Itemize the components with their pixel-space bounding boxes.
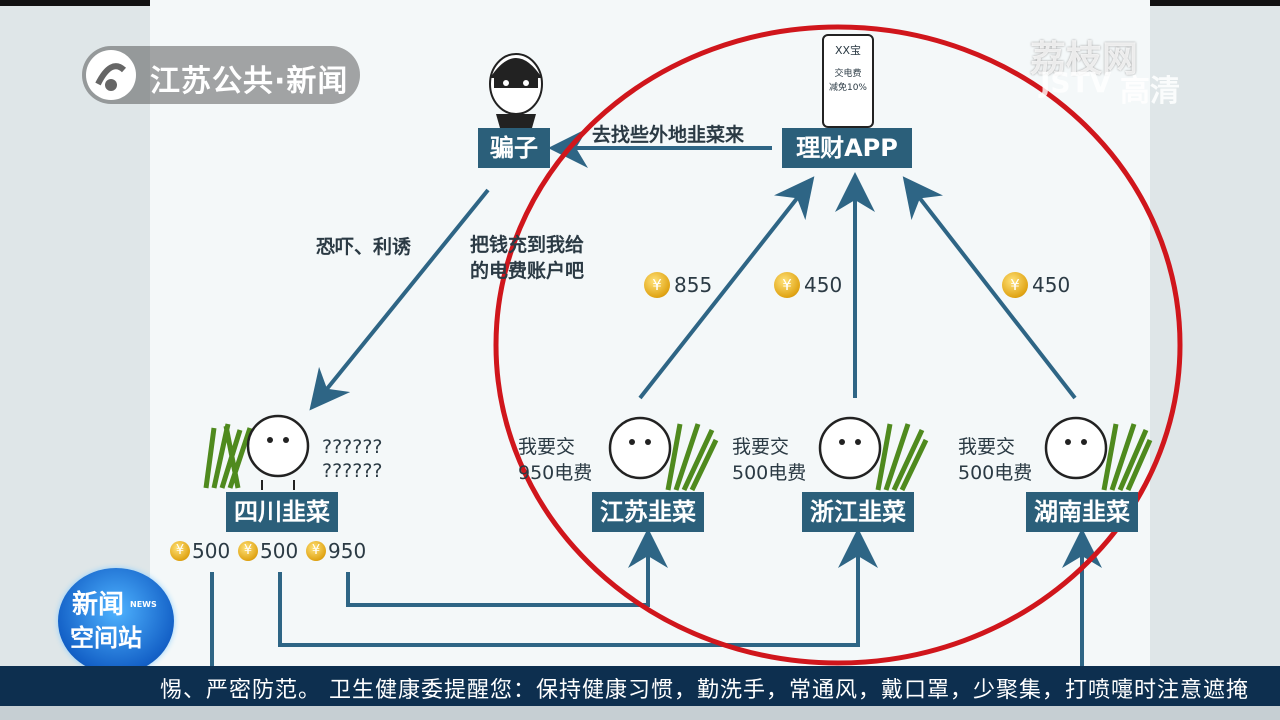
coin-icon: ¥ [170,541,190,561]
sichuan-label: 四川韭菜 [226,492,338,532]
arrow-jiangsu-to-app [638,176,815,400]
sichuan-coin-3: 950 [328,539,367,563]
leek-icon [665,423,719,492]
jiangsu-say-2: 950电费 [518,462,593,484]
jiangsu-to-app-amount: 855 [674,273,713,297]
highlight-circle [493,24,1183,666]
channel-name: 江苏公共·新闻 [150,64,349,99]
badge-small: NEWS [130,600,157,609]
coin-icon: ¥ [644,272,670,298]
coin-icon: ¥ [306,541,326,561]
jiangsu-label: 江苏韭菜 [592,492,704,532]
coin-icon: ¥ [238,541,258,561]
coin-icon: ¥ [774,272,800,298]
ticker-bottom-strip [0,706,1280,720]
phone-line1: 交电费 [834,69,862,79]
news-station-badge: 新闻 NEWS 空间站 [58,568,174,674]
leek-icon [1101,423,1153,492]
coin-icon: ¥ [1002,272,1028,298]
pay-text-1: 把钱充到我给 [470,234,585,256]
threat-text: 恐吓、利诱 [316,236,412,258]
ticker-text: 惕、严密防范。 卫生健康委提醒您：保持健康习惯，勤洗手，常通风，戴口罩，少聚集，… [160,678,1249,703]
channel-logo-icon [86,50,136,100]
badge-line2: 空间站 [70,624,142,652]
arrow-hunan-to-app [902,176,1077,400]
arrow-label-find-victims: 去找些外地韭菜来 [592,124,745,146]
zhejiang-say-1: 我要交 [732,436,790,458]
jiangsu-say-1: 我要交 [518,436,576,458]
masked-thief-icon [482,44,550,128]
line-sichuan-to-zhejiang [278,528,878,647]
watermark-line2: JSTV [1040,66,1112,99]
hunan-label: 湖南韭菜 [1026,492,1138,532]
zhejiang-label: 浙江韭菜 [802,492,914,532]
channel-logo: 江苏公共·新闻 [82,46,360,104]
phone-title: XX宝 [834,44,862,57]
sichuan-question-2: ?????? [322,460,383,482]
zhejiang-say-2: 500电费 [732,462,807,484]
pay-text-2: 的电费账户吧 [470,260,585,282]
cartoon-person-icon [818,416,882,480]
sichuan-coin-2: 500 [260,539,299,563]
zhejiang-to-app-amount: 450 [804,273,843,297]
cartoon-person-icon [608,416,672,480]
sichuan-question-1: ?????? [322,436,383,458]
badge-line1: 新闻 [72,590,125,620]
hunan-say-1: 我要交 [958,436,1016,458]
watermark-line1: 荔枝网 [1030,39,1139,80]
sichuan-coin-1: 500 [192,539,231,563]
line-sichuan-to-jiangsu [346,528,668,607]
cartoon-person-icon [1044,416,1108,480]
watermark-hd: 高清 [1120,74,1180,109]
phone-line2: 减免10% [828,83,867,93]
app-label: 理财APP [782,128,912,168]
hunan-say-2: 500电费 [958,462,1033,484]
cartoon-person-icon [246,414,310,490]
hunan-to-app-amount: 450 [1032,273,1071,297]
leek-icon [875,423,929,492]
news-ticker: 惕、严密防范。 卫生健康委提醒您：保持健康习惯，勤洗手，常通风，戴口罩，少聚集，… [0,666,1280,706]
scammer-label: 骗子 [478,128,550,168]
phone-icon: XX宝 交电费 减免10% [822,34,874,128]
leek-icon [203,423,253,489]
arrow-scammer-to-sichuan [309,188,490,411]
